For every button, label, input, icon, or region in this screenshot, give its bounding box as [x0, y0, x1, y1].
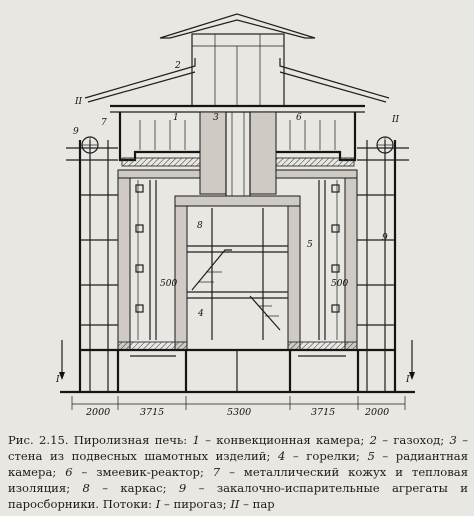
label-9: 9 — [73, 127, 79, 137]
caption-item-num: 1 — [192, 433, 200, 447]
label-8: 8 — [197, 221, 203, 231]
dim-center: 5300 — [227, 407, 251, 418]
dim-right-outer: 2000 — [364, 407, 389, 418]
radiant-chambers — [117, 169, 358, 351]
caption-item-num: 4 — [277, 449, 286, 463]
convection-chamber — [199, 111, 277, 196]
label-flow-II-left: II — [74, 97, 83, 107]
caption-item-text: – металлический кожух и тепловая изоляци… — [8, 465, 469, 495]
caption-item-num: 7 — [212, 465, 221, 479]
label-1: 1 — [173, 113, 179, 123]
caption-flow-num: I — [155, 497, 161, 511]
caption-flow-num: II — [230, 497, 240, 511]
dim-left-outer: 2000 — [85, 407, 110, 418]
caption-item-num: 6 — [65, 465, 73, 479]
figure-caption: Рис. 2.15. Пиролизная печь: 1 – конвекци… — [8, 432, 468, 512]
label-7: 7 — [101, 118, 107, 128]
label-flow-I-left: I — [55, 375, 60, 385]
caption-item-num: 5 — [367, 449, 375, 463]
caption-prefix: Рис. 2.15. Пиролизная печь: — [8, 433, 193, 447]
label-9-right: 9 — [382, 233, 388, 243]
quench-unit-left — [81, 136, 99, 154]
caption-item-text: – конвекционная камера; — [199, 433, 370, 447]
upper-shoulders — [118, 112, 357, 167]
caption-flow-text: – пирогаз; — [160, 497, 231, 511]
label-2: 2 — [174, 61, 181, 71]
service-platforms — [187, 245, 288, 331]
caption-item-text: – каркас; — [89, 481, 179, 495]
label-flow-II-right: II — [391, 115, 400, 125]
roof — [84, 13, 390, 107]
flow-arrow-right — [409, 340, 415, 380]
outer-frame-right — [357, 140, 409, 392]
dim-right-inner: 3715 — [311, 407, 335, 418]
furnace-drawing: 2000 3715 5300 3715 2000 — [55, 13, 415, 418]
label-5: 5 — [307, 240, 313, 250]
caption-item-num: 3 — [449, 433, 457, 447]
dim-left-inner: 3715 — [140, 407, 164, 418]
upper-beams — [110, 104, 365, 113]
quench-unit-right — [376, 136, 394, 154]
label-3: 3 — [213, 113, 219, 123]
label-6: 6 — [296, 113, 302, 123]
caption-flows-label: Потоки: — [102, 497, 156, 511]
dimension-line — [71, 396, 406, 410]
caption-item-text: – газоход; — [376, 433, 450, 447]
caption-item-text: – горелки; — [285, 449, 368, 463]
support-columns — [116, 350, 360, 392]
caption-item-text: – стена из подвесных шамотных изделий; — [8, 433, 469, 463]
label-500-left: 500 — [160, 279, 177, 289]
caption-item-num: 8 — [82, 481, 90, 495]
flow-arrow-left — [59, 340, 65, 380]
caption-item-text: – радиантная камера; — [8, 449, 469, 479]
caption-item-num: 9 — [178, 481, 187, 495]
furnace-cross-section: 2000 3715 5300 3715 2000 — [55, 13, 415, 418]
caption-item-text: – змеевик-реактор; — [72, 465, 213, 479]
label-500-right: 500 — [331, 279, 348, 289]
caption-item-text: – закалочно-испарительные агрегаты и пар… — [8, 481, 468, 511]
label-flow-I-right: I — [405, 375, 410, 385]
label-4: 4 — [197, 309, 204, 319]
caption-flow-text: – пар — [239, 497, 275, 511]
caption-item-num: 2 — [369, 433, 377, 447]
